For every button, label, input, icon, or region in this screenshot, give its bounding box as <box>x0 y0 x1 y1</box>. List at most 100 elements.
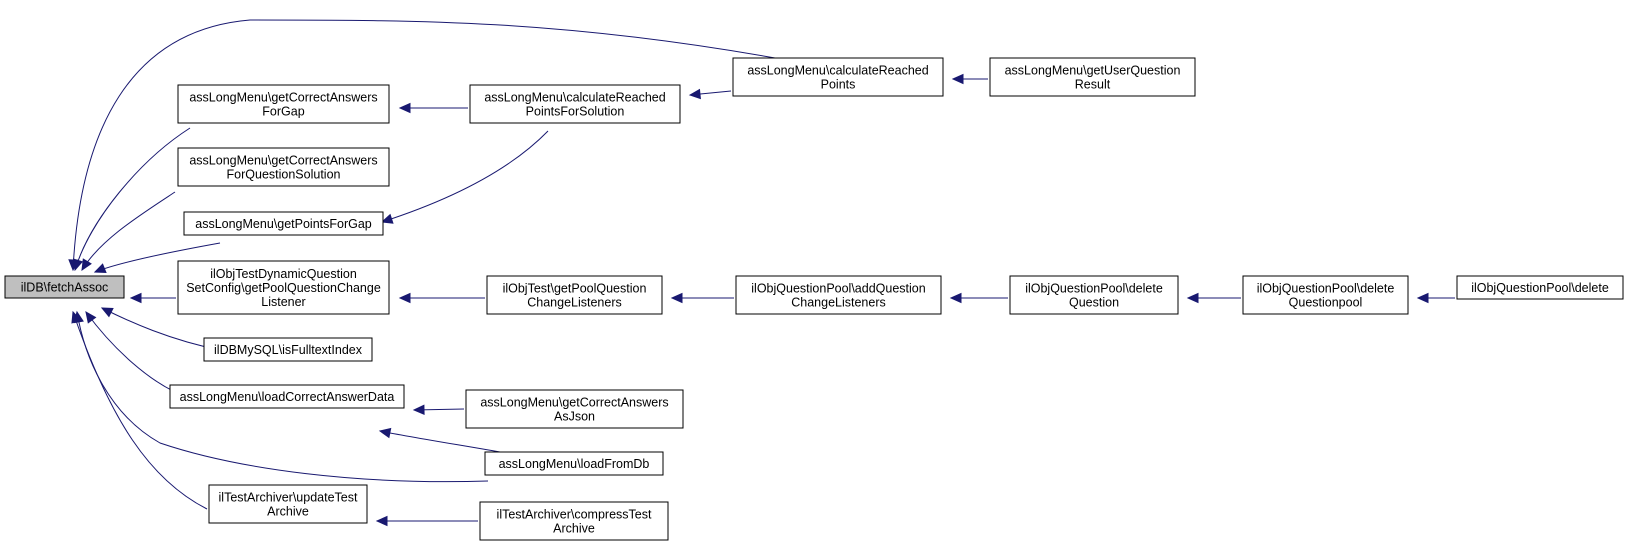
edge-calcsol-to-points <box>380 130 549 224</box>
edge-comp-to-arch <box>375 515 478 527</box>
edge-calcsol-to-corrgap <box>398 102 468 114</box>
node-lm-calcsol[interactable]: assLongMenu\calculateReachedPointsForSol… <box>469 84 681 124</box>
node-box <box>183 211 384 236</box>
edge-calc-to-calcsol <box>688 88 732 100</box>
node-label-line: ilObjQuestionPool\delete <box>1471 281 1609 295</box>
edge-corrgap-to-root <box>72 127 191 272</box>
node-label-line: assLongMenu\getCorrectAnswers <box>189 91 377 105</box>
node-label-line: assLongMenu\getUserQuestion <box>1005 64 1181 78</box>
node-qp-add[interactable]: ilObjQuestionPool\addQuestionChangeListe… <box>735 275 942 315</box>
node-label-line: Question <box>1069 296 1119 310</box>
node-label-line: ilObjTest\getPoolQuestion <box>503 282 647 296</box>
node-label-line: SetConfig\getPoolQuestionChange <box>186 281 381 295</box>
node-box <box>1456 275 1624 300</box>
node-label-line: PointsForSolution <box>526 105 625 119</box>
node-label-line: ilObjQuestionPool\delete <box>1257 282 1395 296</box>
node-label-line: ilObjQuestionPool\delete <box>1025 282 1163 296</box>
edge-delq-to-add <box>949 292 1008 304</box>
arrowhead <box>951 73 964 85</box>
node-lm-db[interactable]: assLongMenu\loadFromDb <box>484 451 664 476</box>
node-root[interactable]: ilDB\fetchAssoc <box>4 275 125 299</box>
node-box <box>208 484 368 524</box>
node-label-line: AsJson <box>554 410 595 424</box>
node-box <box>4 275 125 299</box>
node-qp-del[interactable]: ilObjQuestionPool\delete <box>1456 275 1624 300</box>
node-label-line: assLongMenu\getCorrectAnswers <box>480 396 668 410</box>
node-label-line: ilDBMySQL\isFulltextIndex <box>214 343 363 357</box>
edge-json-to-load <box>412 404 465 416</box>
edge-db-to-load <box>378 427 501 453</box>
node-label-line: ilObjTestDynamicQuestion <box>210 267 357 281</box>
edge-add-to-test <box>670 292 734 304</box>
node-label-line: assLongMenu\getPointsForGap <box>195 217 372 231</box>
node-label-line: ChangeListeners <box>527 296 622 310</box>
node-label-line: ilTestArchiver\updateTest <box>219 491 358 505</box>
arrowhead <box>81 258 92 272</box>
edge-points-to-root <box>93 242 221 273</box>
arrowhead <box>688 88 701 100</box>
edge-calc-to-root <box>68 19 776 272</box>
edge-line <box>72 19 776 271</box>
arrowhead <box>72 258 84 272</box>
node-mysql[interactable]: ilDBMySQL\isFulltextIndex <box>203 337 373 362</box>
arrowhead <box>378 427 392 439</box>
node-label-line: Questionpool <box>1289 296 1363 310</box>
node-box <box>177 260 390 315</box>
node-box <box>486 275 663 315</box>
node-box <box>465 389 684 429</box>
node-label-line: ilTestArchiver\compressTest <box>497 508 652 522</box>
node-lm-corrqs[interactable]: assLongMenu\getCorrectAnswersForQuestion… <box>177 147 390 187</box>
edge-line <box>379 430 501 453</box>
edge-line <box>74 127 191 271</box>
edge-test-to-dyn <box>398 292 485 304</box>
arrowhead <box>949 292 962 304</box>
node-lm-load[interactable]: assLongMenu\loadCorrectAnswerData <box>169 384 405 409</box>
node-box <box>469 84 681 124</box>
node-label-line: ForGap <box>262 105 304 119</box>
arrowhead <box>93 263 107 273</box>
node-label-line: Result <box>1075 78 1111 92</box>
edge-arch-to-root <box>71 310 208 510</box>
arrowhead <box>670 292 683 304</box>
node-box <box>177 84 390 124</box>
node-box <box>484 451 664 476</box>
node-lm-points[interactable]: assLongMenu\getPointsForGap <box>183 211 384 236</box>
arrowhead <box>129 292 142 304</box>
edge-corrqs-to-root <box>81 191 176 272</box>
edge-user-to-calc <box>951 73 988 85</box>
arrowhead <box>380 213 394 224</box>
node-dyn[interactable]: ilObjTestDynamicQuestionSetConfig\getPoo… <box>177 260 390 315</box>
arrowhead <box>398 102 411 114</box>
edge-line <box>381 130 549 223</box>
node-box <box>203 337 373 362</box>
arrowhead <box>100 307 114 318</box>
arrowhead <box>1416 292 1429 304</box>
node-box <box>169 384 405 409</box>
node-label-line: ChangeListeners <box>791 296 886 310</box>
node-box <box>1242 275 1409 315</box>
node-label-line: assLongMenu\calculateReached <box>484 91 665 105</box>
node-box <box>735 275 942 315</box>
node-label-line: ilObjQuestionPool\addQuestion <box>751 282 925 296</box>
edge-del-to-delpool <box>1416 292 1455 304</box>
node-box <box>989 57 1196 97</box>
node-layer: ilDB\fetchAssoc assLongMenu\getCorrectAns… <box>4 57 1624 541</box>
edge-delpool-to-delq <box>1186 292 1241 304</box>
node-box <box>732 57 944 97</box>
node-label-line: Listener <box>261 295 305 309</box>
node-label-line: assLongMenu\loadCorrectAnswerData <box>180 390 395 404</box>
node-label-line: assLongMenu\getCorrectAnswers <box>189 154 377 168</box>
arrowhead <box>71 310 82 324</box>
edge-dyn-to-root <box>129 292 176 304</box>
arrowhead <box>1186 292 1199 304</box>
